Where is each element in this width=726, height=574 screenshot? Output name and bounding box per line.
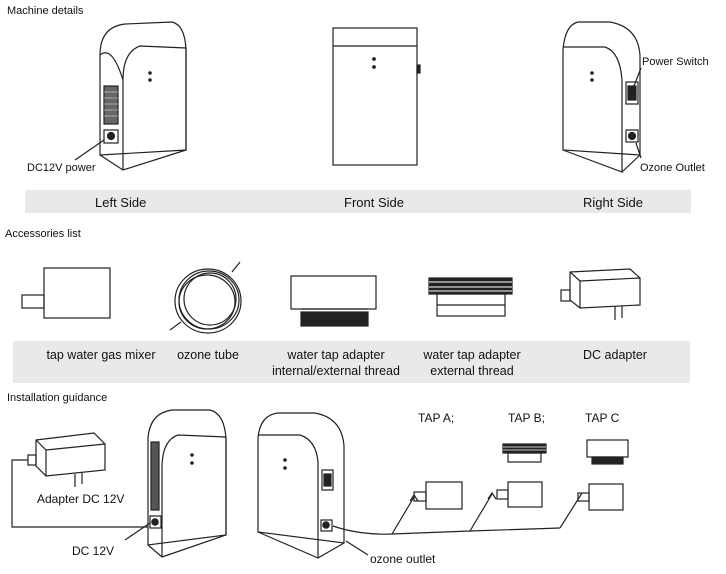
gas-mixer-illustration (21, 267, 111, 319)
accessory-label-dc-adapter: DC adapter (583, 348, 647, 362)
accessory-label-ozone-tube: ozone tube (177, 348, 239, 362)
install-tap-b-adapter (502, 443, 547, 463)
label-tap-b: TAP B; (508, 411, 545, 425)
dc-adapter-illustration (560, 268, 641, 320)
label-ozone-outlet-install: ozone outlet (370, 552, 436, 566)
section-title-installation: Installation guidance (7, 392, 108, 404)
tap-adapter-external-illustration (428, 277, 513, 317)
label-right-side: Right Side (583, 195, 643, 210)
accessories-label-band (13, 341, 690, 383)
label-power-switch: Power Switch (642, 56, 709, 68)
label-front-side: Front Side (344, 195, 404, 210)
label-left-side: Left Side (95, 195, 147, 210)
install-ozone-tube-path (332, 491, 583, 535)
label-tap-a: TAP A; (418, 411, 455, 425)
accessory-label-gas-mixer: tap water gas mixer (46, 348, 156, 362)
machine-label-band (25, 190, 691, 213)
ozone-tube-illustration (169, 261, 242, 334)
label-ozone-outlet: Ozone Outlet (640, 162, 705, 174)
install-tap-b-mixer (496, 481, 543, 508)
install-machine-left-illustration (124, 409, 227, 558)
install-tap-c-adapter (586, 439, 629, 465)
install-tap-a-mixer (413, 481, 463, 510)
label-adapter-dc12v: Adapter DC 12V (37, 492, 125, 506)
machine-left-side-illustration (74, 21, 187, 171)
install-machine-right-illustration (257, 412, 369, 559)
label-dc12v: DC 12V (72, 544, 115, 558)
section-title-machine: Machine details (7, 5, 84, 17)
label-tap-c: TAP C (585, 411, 620, 425)
install-dc-adapter-illustration (27, 432, 106, 487)
tap-adapter-internal-illustration (290, 275, 377, 327)
install-power-cable (11, 459, 148, 528)
label-dc12v-power: DC12V power (27, 162, 96, 174)
install-tap-c-mixer (577, 483, 624, 511)
machine-front-illustration (332, 27, 421, 166)
section-title-accessories: Accessories list (5, 228, 81, 240)
machine-right-side-illustration (562, 21, 642, 173)
